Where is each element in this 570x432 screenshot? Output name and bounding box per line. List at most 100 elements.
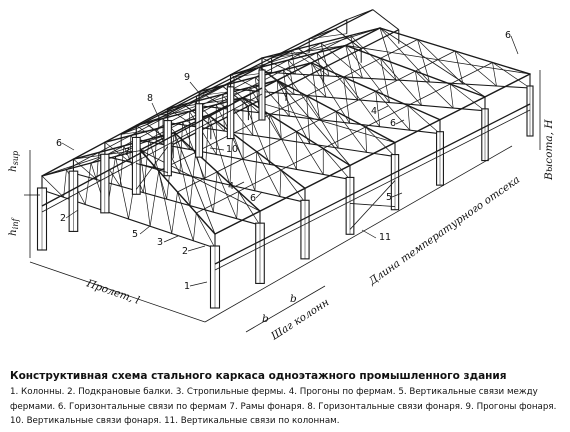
callout-4b: 4 — [371, 106, 377, 117]
steel-frame-drawing: Пролет, l Шаг колонн b b Длина температу… — [7, 9, 555, 343]
dimension-lines — [24, 35, 541, 333]
truss-web — [230, 74, 263, 92]
horizontal-brace — [379, 27, 486, 98]
truss-web — [365, 126, 367, 153]
truss-web — [449, 83, 486, 112]
truss-web — [276, 79, 311, 145]
truss-web — [311, 62, 351, 124]
truss-web — [261, 57, 296, 75]
callout-leader — [163, 235, 179, 243]
callout-6a: 6 — [56, 138, 62, 149]
monitor-brace — [271, 52, 310, 59]
callout-6d: 6 — [505, 30, 511, 41]
truss-web — [417, 39, 464, 85]
height-label: Высота, H — [543, 119, 555, 181]
truss-web — [375, 90, 411, 131]
monitor-rafter — [346, 9, 373, 21]
truss-web — [256, 151, 281, 197]
monitor-rafter — [196, 85, 223, 97]
callout-leader — [151, 102, 159, 117]
purlin — [177, 50, 456, 193]
truss-web — [449, 83, 454, 109]
callout-leader — [131, 149, 145, 153]
callout-leader — [395, 119, 405, 125]
truss-web — [287, 59, 295, 95]
callout-leader — [139, 225, 151, 235]
truss-web — [177, 191, 194, 242]
monitor-rafter — [158, 104, 185, 116]
compartment-length-label: Длина температурного отсека — [366, 174, 522, 288]
truss-web — [139, 149, 151, 227]
callout-1: 1 — [184, 281, 190, 292]
truss-web — [158, 170, 173, 234]
callout-6b: 6 — [250, 193, 256, 204]
truss-web — [73, 158, 98, 180]
monitor-rafter — [233, 66, 261, 78]
purlin — [214, 73, 531, 235]
truss-web — [208, 114, 231, 186]
truss-web — [306, 95, 311, 145]
truss-web — [380, 57, 422, 106]
callout-6c: 6 — [390, 118, 396, 129]
monitor-brace — [121, 128, 159, 135]
truss-web — [379, 27, 397, 81]
horizontal-brace — [345, 45, 531, 75]
crane-beam — [214, 109, 531, 271]
crane-beam — [41, 93, 263, 213]
truss-web — [115, 156, 129, 220]
length-dimension-line — [204, 145, 513, 323]
callout-11: 11 — [379, 232, 391, 243]
truss-web — [236, 191, 239, 219]
monitor-rafter — [222, 85, 249, 107]
purlin — [195, 62, 493, 214]
roof-monitor — [120, 9, 400, 159]
truss-web — [492, 62, 497, 87]
caption-legend: 1. Колонны. 2. Подкрановые балки. 3. Стр… — [10, 387, 557, 426]
truss-web — [350, 35, 397, 81]
truss-web — [279, 169, 282, 197]
truss-web — [96, 152, 99, 180]
span-label: Пролет, l — [84, 277, 141, 307]
callout-2b: 2 — [182, 246, 188, 257]
truss-web — [254, 151, 258, 192]
horizontal-brace — [242, 97, 396, 143]
callout-leader — [65, 209, 79, 219]
column-rows — [36, 69, 534, 309]
truss-web — [417, 39, 430, 83]
truss-web — [296, 131, 324, 175]
callout-leader — [189, 81, 201, 95]
truss-web — [415, 70, 454, 109]
truss-web — [380, 57, 390, 103]
callout-2a: 2 — [60, 213, 66, 224]
callout-leader — [235, 181, 245, 187]
monitor-rafter — [334, 28, 362, 50]
truss-web — [320, 42, 363, 79]
truss-web — [335, 111, 367, 153]
truss-web — [104, 141, 131, 163]
truss-web — [407, 105, 411, 131]
truss-web — [454, 50, 497, 87]
horizontal-brace — [276, 80, 351, 166]
callout-leader — [187, 245, 206, 252]
column-pitch-label: Шаг колонн — [268, 296, 331, 343]
column-brace — [135, 146, 169, 190]
truss-web — [269, 114, 297, 170]
truss-web — [407, 105, 441, 135]
truss-web — [195, 212, 216, 249]
monitor-rafter — [121, 123, 148, 135]
truss-web — [379, 27, 430, 83]
truss-web — [280, 169, 306, 203]
crane-beam — [214, 103, 531, 265]
callout-9: 9 — [184, 72, 190, 83]
callout-leader — [361, 229, 377, 239]
truss-web — [306, 95, 339, 149]
pitch-b-label-2: b — [290, 293, 297, 305]
truss-web — [335, 111, 339, 149]
truss-web — [345, 45, 390, 103]
truss-web — [320, 42, 330, 77]
truss-web — [63, 169, 67, 198]
callout-10: 10 — [226, 144, 238, 155]
callout-5b: 5 — [386, 192, 392, 203]
callout-leader — [255, 191, 263, 199]
purlin — [41, 57, 263, 177]
